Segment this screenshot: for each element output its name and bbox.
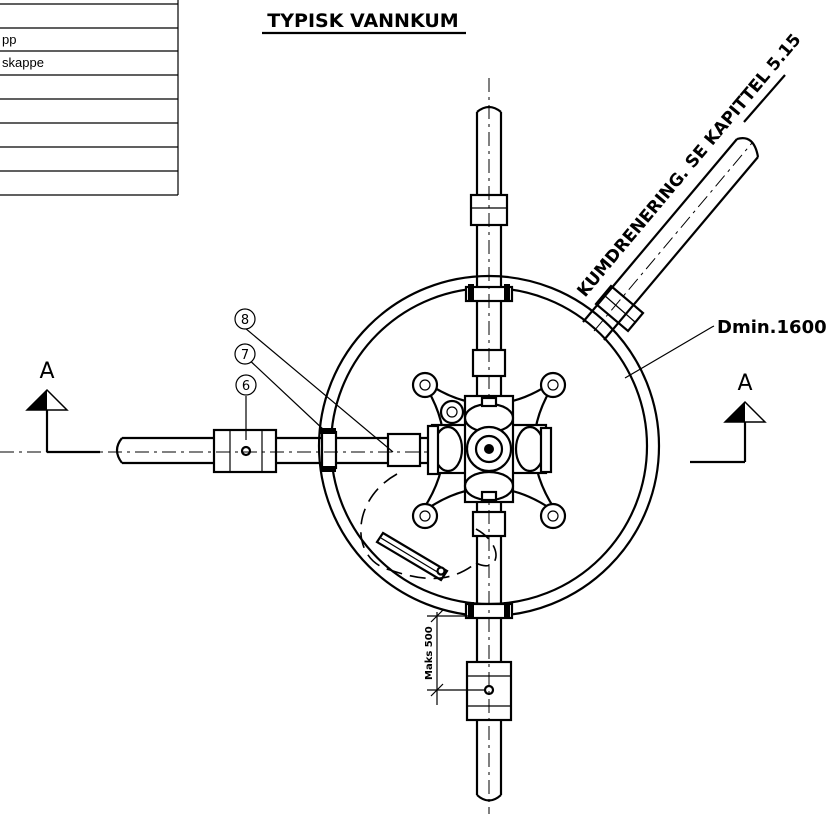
legend-table: pp skappe xyxy=(0,0,179,196)
section-right-letter: A xyxy=(737,371,752,396)
lid-swing-arc xyxy=(360,473,477,580)
legend-row-3: skappe xyxy=(2,55,44,70)
callout-8: 8 xyxy=(234,308,256,330)
diameter-label: Dmin.1600 xyxy=(717,317,827,338)
drainage-note: KUMDRENERING. SE KAPITTEL 5.15 xyxy=(574,30,806,301)
callout-7: 7 xyxy=(234,343,256,365)
diameter-leader xyxy=(624,325,715,379)
drainage-arrow-line xyxy=(743,74,786,123)
section-marker-right: A xyxy=(690,371,767,464)
callout-6-label: 6 xyxy=(242,379,250,394)
max-dimension: Maks 500 xyxy=(424,609,485,705)
ladder xyxy=(375,531,449,582)
pipe-left xyxy=(115,428,430,474)
legend-row-2: pp xyxy=(2,32,16,47)
callout-leaders xyxy=(244,327,394,453)
max-dimension-label: Maks 500 xyxy=(424,626,435,680)
lid-swing-arc-2 xyxy=(475,528,497,567)
drawing-title: TYPISK VANNKUM xyxy=(267,10,458,32)
callout-7-label: 7 xyxy=(241,348,249,363)
wall-marks xyxy=(320,284,510,618)
drainage-pipe xyxy=(582,137,760,341)
valve-assembly xyxy=(411,371,567,530)
callout-6: 6 xyxy=(235,374,257,396)
section-left-letter: A xyxy=(39,359,54,384)
callout-8-label: 8 xyxy=(241,313,249,328)
section-marker-left: A xyxy=(25,359,100,454)
